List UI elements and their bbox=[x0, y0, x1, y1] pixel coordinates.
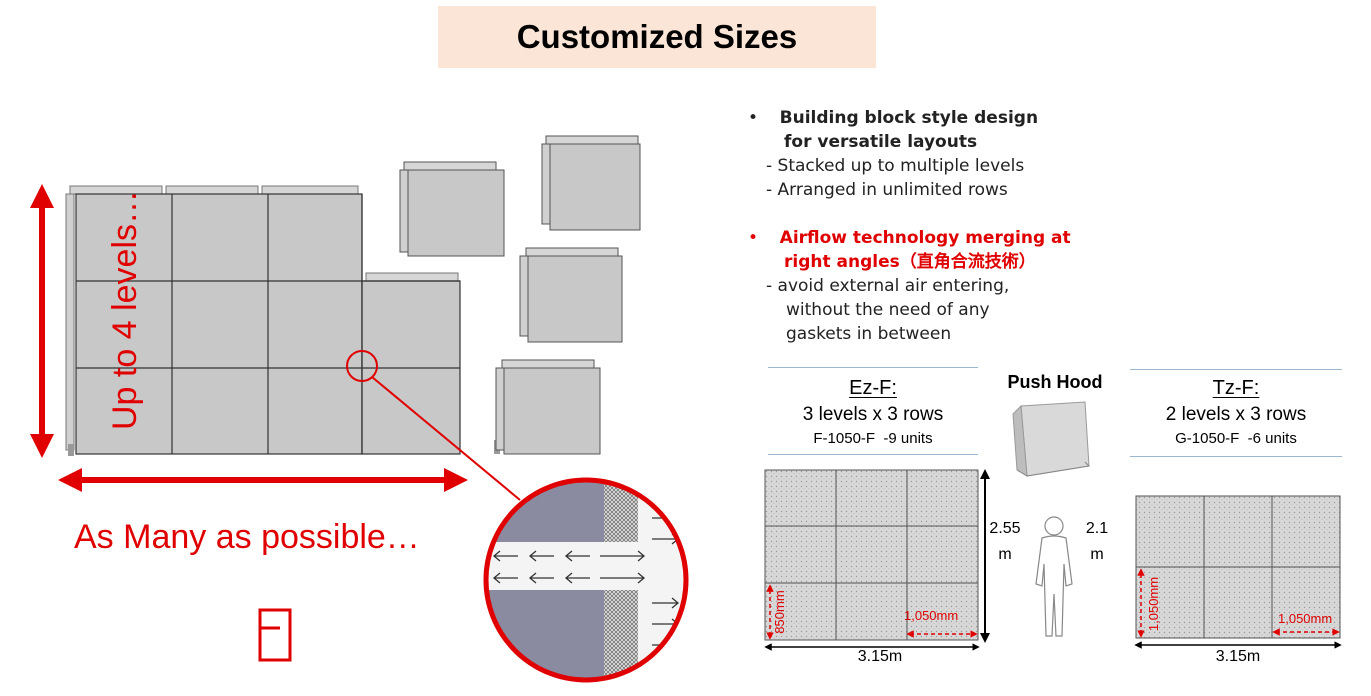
tz-width-label: 3.15m bbox=[1215, 648, 1261, 665]
ez-cell-width-label: 1,050mm bbox=[904, 608, 959, 623]
levels-label: Up to 4 levels… bbox=[106, 190, 144, 430]
bullet-sub-line: - Stacked up to multiple levels bbox=[766, 156, 1025, 176]
zoom-detail-ring bbox=[483, 477, 689, 683]
title-banner: Customized Sizes bbox=[438, 6, 876, 68]
ez-model: F-1050-F -9 units bbox=[813, 430, 933, 447]
bullet-sub-line: - avoid external air entering, bbox=[766, 276, 1010, 296]
ez-cell-height-label: 850mm bbox=[772, 590, 787, 634]
ez-width-label: 3.15m bbox=[857, 648, 903, 665]
bullet-block-2: • Airflow technology merging at right an… bbox=[748, 226, 1348, 346]
booth-stack-diagram bbox=[29, 135, 689, 683]
tz-height-unit: m bbox=[1090, 546, 1104, 563]
booth-side-rail bbox=[65, 193, 75, 451]
ez-top-rule bbox=[768, 367, 978, 368]
ez-bottom-rule bbox=[768, 454, 978, 455]
booth-grid bbox=[75, 193, 461, 455]
tz-cell-width-label: 1,050mm bbox=[1278, 611, 1333, 626]
tz-config: 2 levels x 3 rows bbox=[1165, 404, 1307, 425]
tz-layout-diagram bbox=[1134, 495, 1342, 649]
rows-label: As Many as possible… bbox=[74, 518, 420, 556]
bullet-heading-line: Building block style design bbox=[779, 108, 1039, 128]
bullet-sub-line: without the need of any bbox=[786, 300, 990, 320]
ez-layout-diagram bbox=[764, 469, 990, 651]
tz-spec: Tz-F: 2 levels x 3 rows G-1050-F -6 unit… bbox=[1130, 374, 1342, 450]
tz-top-rule bbox=[1130, 369, 1342, 370]
zoom-indicator-circle bbox=[346, 350, 378, 382]
feature-bullets: • Building block style design for versat… bbox=[748, 106, 1348, 346]
page-title: Customized Sizes bbox=[516, 18, 798, 55]
push-hood-label: Push Hood bbox=[1007, 372, 1103, 392]
ez-spec: Ez-F: 3 levels x 3 rows F-1050-F -9 unit… bbox=[768, 374, 978, 450]
logo-mark bbox=[258, 608, 292, 662]
bullet-heading-line: for versatile layouts bbox=[784, 132, 978, 152]
ez-height-value: 2.55 bbox=[989, 520, 1021, 537]
ez-height-unit: m bbox=[998, 546, 1012, 563]
ez-panel-grid bbox=[764, 469, 979, 641]
bullet-dot: • bbox=[748, 228, 780, 248]
separate-booth-blocks bbox=[399, 135, 641, 455]
ez-name: Ez-F: bbox=[849, 377, 897, 399]
bullet-block-1: • Building block style design for versat… bbox=[748, 106, 1348, 202]
tz-name: Tz-F: bbox=[1212, 377, 1260, 399]
bullet-sub-line: - Arranged in unlimited rows bbox=[766, 180, 1008, 200]
ez-height-label: 2.55 m bbox=[988, 516, 1022, 568]
tz-model: G-1050-F -6 units bbox=[1175, 430, 1297, 447]
tz-panel-grid bbox=[1135, 495, 1341, 639]
airflow-zoom-detail bbox=[486, 480, 686, 680]
bullet-sub-line: gaskets in between bbox=[786, 324, 952, 344]
tz-cell-height-label: 1,050mm bbox=[1146, 576, 1161, 632]
tz-height-value: 2.1 bbox=[1085, 520, 1109, 537]
tz-height-label: 2.1 m bbox=[1082, 516, 1112, 568]
ez-config: 3 levels x 3 rows bbox=[802, 404, 944, 425]
human-scale-icon bbox=[1035, 516, 1073, 637]
bullet-dot: • bbox=[748, 108, 780, 128]
bullet-heading-line: right angles（直角合流技術） bbox=[784, 252, 1036, 272]
bullet-heading-line: Airflow technology merging at bbox=[779, 228, 1071, 248]
push-hood-image bbox=[1012, 401, 1091, 477]
tz-bottom-rule bbox=[1130, 456, 1342, 457]
zoom-connector-line bbox=[371, 376, 521, 501]
